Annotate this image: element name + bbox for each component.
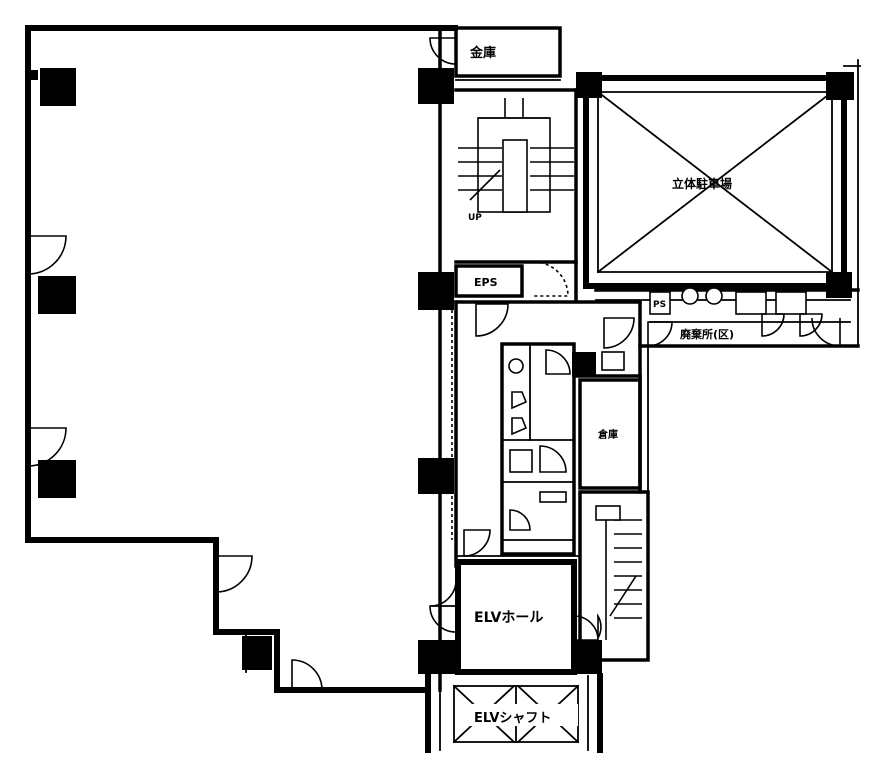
eps-label: EPS <box>474 276 498 289</box>
elevator-shaft: ELVシャフト <box>425 673 603 753</box>
washroom-strip: PS 廃棄所(区) <box>594 59 860 348</box>
stair-up-label: UP <box>468 213 482 223</box>
parking-label: 立体駐車場 <box>672 176 732 191</box>
safe-label: 金庫 <box>469 45 496 61</box>
structural-columns <box>30 68 854 674</box>
toilet-area <box>500 317 635 556</box>
elevator-hall-label: ELVホール <box>474 610 543 626</box>
elevator-hall: ELVホール <box>429 529 599 675</box>
office-walls <box>25 25 458 693</box>
waste-label: 廃棄所(区) <box>680 327 734 341</box>
office-doors <box>27 37 457 691</box>
core-area: UP EPS <box>451 88 642 568</box>
ps-label: PS <box>653 300 666 310</box>
parking-area: 立体駐車場 <box>583 65 861 289</box>
secondary-stair <box>578 490 650 662</box>
storage-label: 倉庫 <box>597 428 618 441</box>
safe-room: 金庫 <box>454 26 562 81</box>
elevator-shaft-label: ELVシャフト <box>474 711 551 726</box>
